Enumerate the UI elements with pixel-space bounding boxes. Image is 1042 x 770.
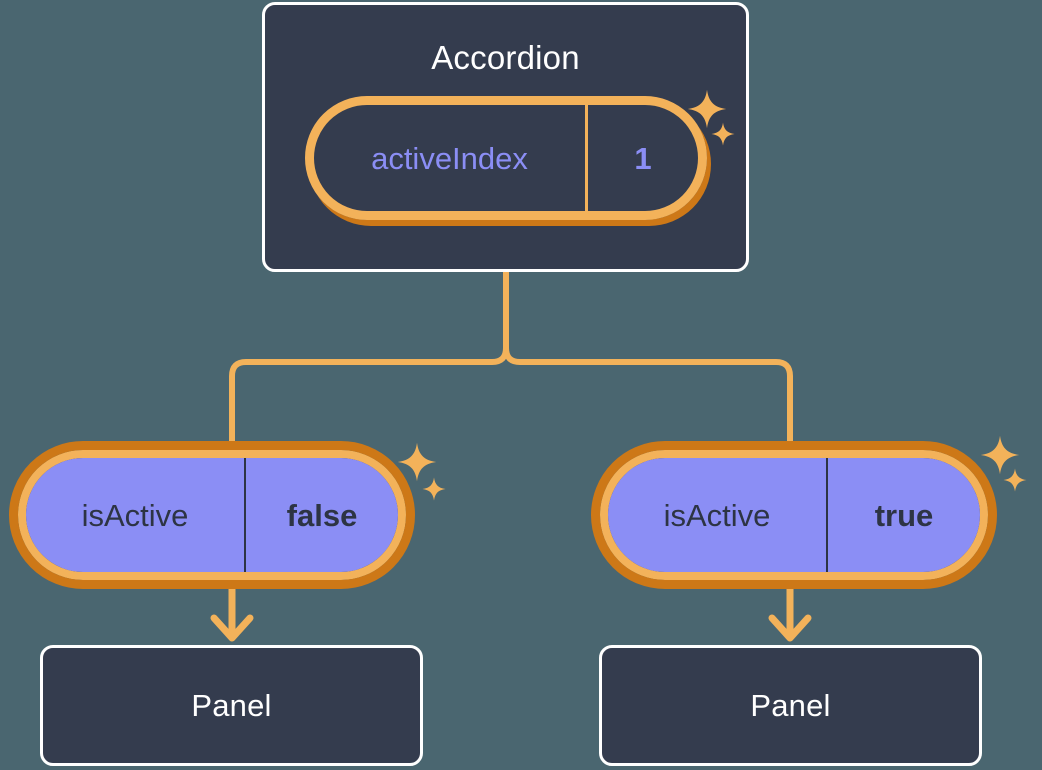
panel-card-right-title: Panel (750, 688, 831, 723)
prop-pill-is-active-false-value: false (286, 497, 358, 533)
sparkle-right-small-icon (1003, 468, 1027, 492)
arrowhead-right-icon (768, 614, 812, 642)
panel-card-left-title: Panel (191, 688, 272, 723)
panel-card-left[interactable]: Panel (40, 645, 423, 766)
arrowhead-left-icon (210, 614, 254, 642)
prop-pill-active-index-wrapper: activeIndex 1 (305, 96, 707, 220)
sparkle-left-small-icon (422, 477, 446, 501)
prop-pill-is-active-false[interactable]: isActive false (9, 441, 415, 589)
prop-pill-is-active-false-wrapper: isActive false (9, 441, 415, 589)
prop-pill-is-active-false-key: isActive (26, 458, 246, 572)
prop-pill-active-index-value: 1 (634, 140, 652, 176)
prop-pill-is-active-true-wrapper: isActive true (591, 441, 997, 589)
connector-root-to-branches (229, 269, 509, 459)
prop-pill-is-active-true-key: isActive (608, 458, 828, 572)
accordion-card-title: Accordion (431, 39, 580, 76)
connector-root-to-branches-right (503, 269, 793, 459)
prop-pill-active-index[interactable]: activeIndex 1 (305, 96, 707, 220)
prop-pill-is-active-true-value: true (874, 497, 934, 533)
prop-pill-active-index-key: activeIndex (314, 105, 588, 211)
prop-pill-is-active-true[interactable]: isActive true (591, 441, 997, 589)
panel-card-right[interactable]: Panel (599, 645, 982, 766)
